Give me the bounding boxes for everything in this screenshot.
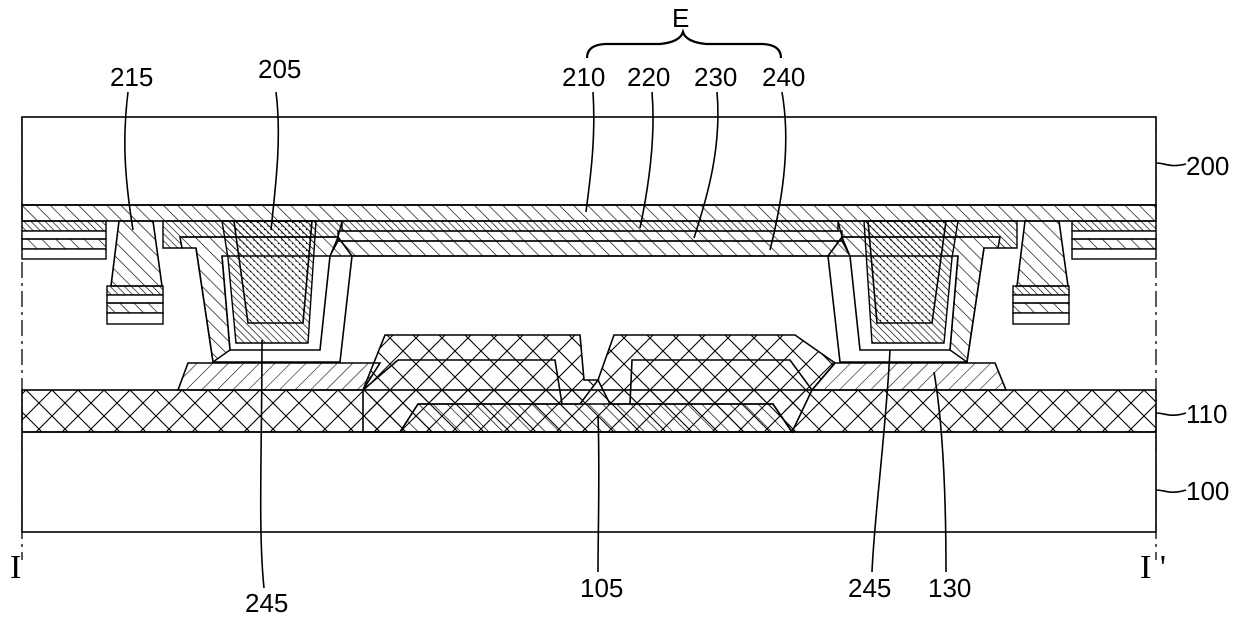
label-100: 100: [1186, 476, 1229, 506]
label-105: 105: [580, 573, 623, 603]
edge-stack-left-c: [22, 239, 106, 249]
label-230: 230: [694, 62, 737, 92]
label-E: E: [672, 3, 689, 33]
label-110: 110: [1186, 399, 1227, 429]
edge-stack-left-d: [22, 249, 106, 259]
edge-stack-left-b: [22, 231, 106, 239]
edge-stack-right-c: [1072, 239, 1156, 249]
stack-E-right: [828, 221, 1017, 362]
edge-stack-right-b: [1072, 231, 1156, 239]
label-240: 240: [762, 62, 805, 92]
layer-130-right: [812, 363, 1006, 390]
spacer-215-left: [107, 221, 163, 324]
label-130: 130: [928, 573, 971, 603]
edge-stack-left-a: [22, 221, 106, 231]
element-105: [400, 404, 792, 432]
label-245-left: 245: [245, 588, 288, 618]
brace-E: [587, 32, 781, 58]
section-marker-left: I: [10, 549, 21, 586]
label-205: 205: [258, 54, 301, 84]
layer-130-left: [178, 363, 380, 390]
label-220: 220: [627, 62, 670, 92]
edge-stack-right-a: [1072, 221, 1156, 231]
substrate-100: [22, 432, 1156, 532]
edge-stack-right-d: [1072, 249, 1156, 259]
layer-210: [22, 205, 1156, 221]
section-marker-right: I ': [1140, 549, 1166, 586]
label-215: 215: [110, 62, 153, 92]
stack-E-left: [163, 221, 352, 362]
spacer-215-right: [1013, 221, 1069, 324]
label-210: 210: [562, 62, 605, 92]
label-245-right: 245: [848, 573, 891, 603]
label-200: 200: [1186, 151, 1229, 181]
